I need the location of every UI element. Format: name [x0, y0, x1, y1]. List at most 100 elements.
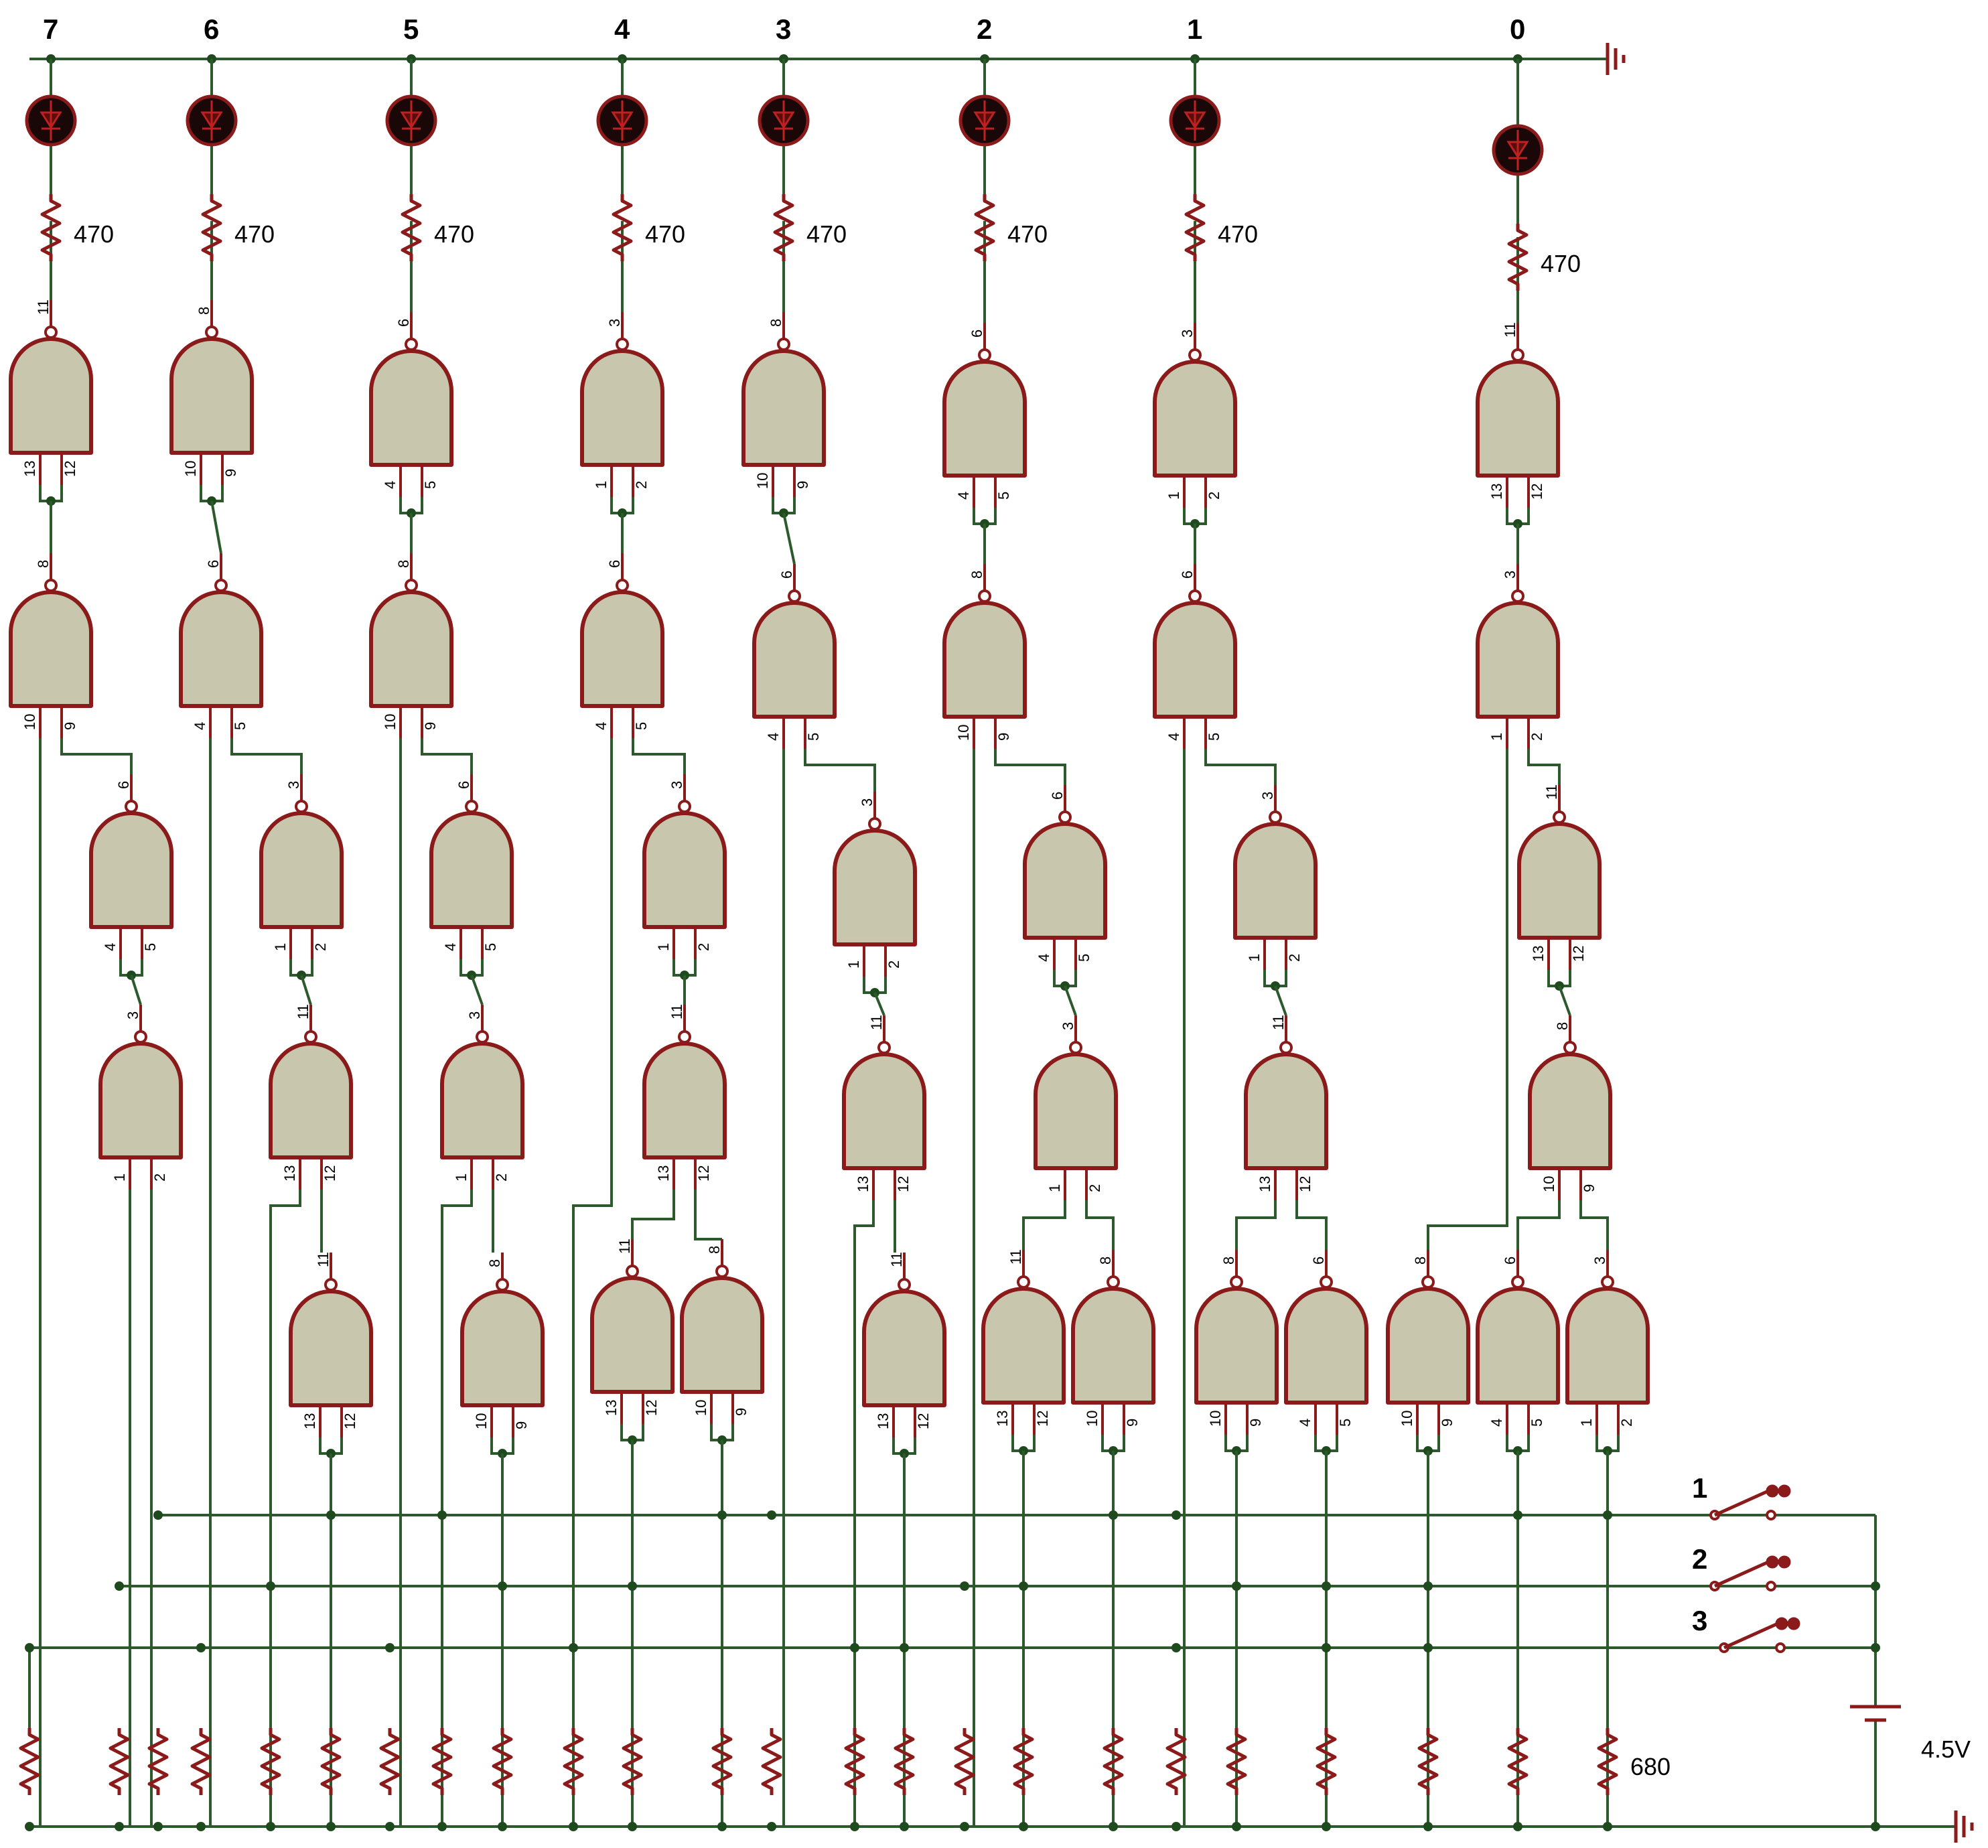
- gate-body: [460, 1289, 545, 1407]
- pin-number: 1: [1246, 954, 1263, 962]
- gate-bubble: [868, 817, 881, 831]
- switch-lever: [1713, 1560, 1770, 1588]
- bit-label: 7: [43, 13, 58, 45]
- nand-gate: [1023, 785, 1107, 970]
- pin-number: 11: [295, 1004, 311, 1019]
- nand-gate: [1034, 1015, 1118, 1200]
- wire: [1064, 985, 1077, 1016]
- junction-dot: [437, 1822, 447, 1831]
- junction-dot: [1232, 1822, 1241, 1831]
- pin-number: 11: [868, 1015, 885, 1030]
- pin-number: 10: [1399, 1411, 1415, 1427]
- pulldown-resistor: [109, 1728, 130, 1795]
- gate-body: [842, 1052, 926, 1170]
- nand-gate: [1476, 323, 1560, 508]
- pulldown-resistor: [1013, 1728, 1034, 1795]
- pulldown-resistor: [761, 1728, 782, 1795]
- pulldown-resistor: [563, 1728, 584, 1795]
- resistor-icon: [974, 194, 995, 261]
- nand-gate: [369, 312, 453, 497]
- gate-body: [89, 811, 173, 929]
- gate-body: [1476, 1287, 1560, 1405]
- pin-number: 8: [706, 1246, 723, 1254]
- pin-number: 4: [102, 943, 119, 951]
- wire: [441, 1190, 473, 1827]
- pin-number: 10: [382, 714, 399, 730]
- pin-number: 4: [955, 492, 972, 500]
- resistor-icon: [401, 194, 422, 261]
- led-icon: [385, 94, 437, 147]
- pin-number: 6: [115, 781, 132, 789]
- gate-bubble: [898, 1278, 911, 1291]
- gate-bubble: [1601, 1275, 1614, 1289]
- gate-bubble: [978, 589, 991, 603]
- gate-body: [1023, 822, 1107, 940]
- nand-gate: [590, 1239, 674, 1424]
- gate-body: [1194, 1287, 1279, 1405]
- gate-bubble: [405, 579, 418, 592]
- resistor-icon: [201, 194, 222, 261]
- pulldown-resistor: [379, 1728, 401, 1795]
- pulldown-resistor: [320, 1728, 342, 1795]
- pin-number: 12: [322, 1165, 338, 1182]
- nand-gate: [642, 774, 727, 959]
- junction-dot: [900, 1643, 909, 1652]
- gate-bubble: [44, 579, 58, 592]
- gate-bubble: [304, 1030, 317, 1044]
- pin-number: 3: [1179, 330, 1196, 338]
- wire: [421, 738, 473, 774]
- pin-number: 11: [35, 299, 52, 315]
- pulldown-resistor: [492, 1728, 513, 1795]
- gate-body: [269, 1042, 353, 1159]
- switch-knob: [1778, 1484, 1791, 1498]
- nand-gate: [9, 553, 93, 738]
- pin-number: 10: [1207, 1411, 1224, 1427]
- pin-number: 11: [1270, 1015, 1287, 1030]
- switch-lever: [1713, 1489, 1770, 1517]
- nand-gate: [981, 1250, 1066, 1435]
- pin-number: 10: [1541, 1176, 1557, 1192]
- junction-dot: [717, 1510, 727, 1520]
- junction-dot: [385, 1643, 395, 1652]
- wire: [300, 975, 312, 1005]
- junction-dot: [1871, 1581, 1880, 1591]
- pin-number: 8: [969, 571, 985, 579]
- nand-gate: [862, 1253, 946, 1437]
- gate-body: [1284, 1287, 1368, 1405]
- pin-number: 2: [885, 961, 902, 969]
- pin-number: 3: [668, 781, 685, 789]
- wire: [1295, 1200, 1328, 1250]
- switch-lever: [1723, 1622, 1779, 1650]
- pin-number: 4: [765, 733, 782, 741]
- wires: [25, 54, 1956, 1831]
- pin-number: 12: [695, 1165, 712, 1182]
- junction-dot: [153, 1822, 163, 1831]
- pin-number: 6: [1049, 792, 1066, 800]
- nand-gate: [1476, 564, 1560, 749]
- wire: [631, 1190, 675, 1239]
- pin-number: 5: [232, 722, 248, 730]
- nand-gate: [369, 553, 453, 738]
- pin-number: 8: [1097, 1257, 1114, 1265]
- switch-label: 3: [1692, 1605, 1707, 1636]
- pulldown-resistor: [954, 1728, 975, 1795]
- switch-contact: [1775, 1642, 1786, 1653]
- gate-body: [942, 601, 1027, 719]
- resistor-icon: [40, 194, 62, 261]
- nand-gate: [89, 774, 173, 959]
- gate-body: [642, 1042, 727, 1159]
- led-icon: [25, 94, 77, 147]
- components: [9, 43, 1974, 1843]
- gate-bubble: [205, 326, 218, 339]
- pin-number: 5: [995, 492, 1012, 500]
- wire: [572, 738, 613, 1827]
- gate-body: [9, 337, 93, 455]
- junction-dot: [115, 1581, 124, 1591]
- pulldown-resistor: [1597, 1728, 1618, 1795]
- junction-dot: [1172, 1822, 1181, 1831]
- junction-dot: [628, 1822, 637, 1831]
- pulldown-resistor: [147, 1728, 169, 1795]
- nand-gate: [440, 1005, 524, 1190]
- gate-body: [1517, 822, 1602, 940]
